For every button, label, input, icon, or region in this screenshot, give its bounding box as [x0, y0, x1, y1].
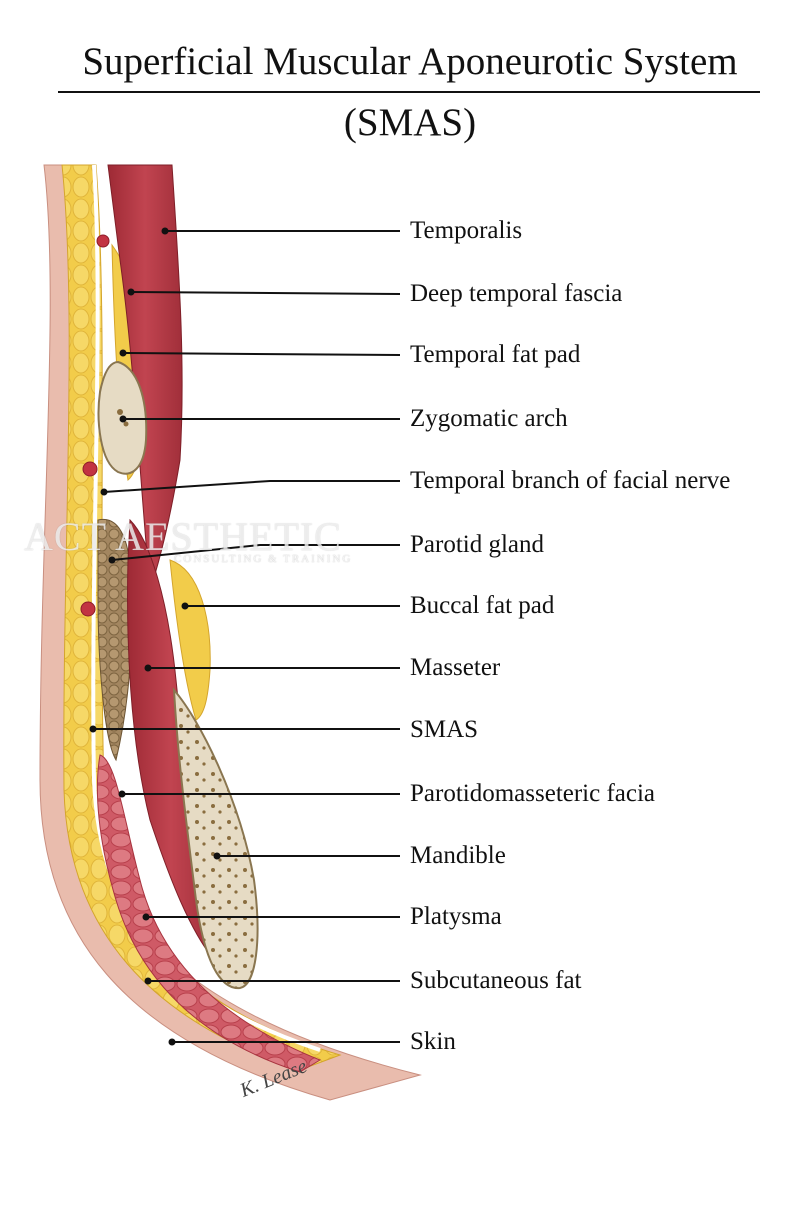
label-zygomatic-arch: Zygomatic arch — [410, 405, 568, 432]
label-temporalis: Temporalis — [410, 217, 523, 244]
label-temporal-branch-facial-nerve: Temporal branch of facial nerve — [410, 467, 731, 494]
platysma-shape — [96, 754, 322, 1073]
diagram-title: Superficial Muscular Aponeurotic System — [82, 40, 738, 83]
buccal-fat-pad-shape — [169, 559, 211, 721]
watermark-logo: ACT AESTHETIC — [24, 514, 342, 559]
title-underline — [58, 91, 760, 93]
diagram-subtitle: (SMAS) — [343, 101, 477, 144]
label-parotid-gland: Parotid gland — [410, 531, 545, 558]
leader-lines — [93, 230, 401, 1043]
label-subcutaneous-fat: Subcutaneous fat — [410, 967, 582, 994]
mandible-shape — [172, 687, 259, 990]
parotid-gland-shape — [97, 518, 133, 762]
subcutaneous-fat-layer — [61, 164, 342, 1071]
label-mandible: Mandible — [410, 842, 506, 869]
label-temporal-fat-pad: Temporal fat pad — [410, 341, 581, 368]
label-parotidomasseteric-facia: Parotidomasseteric facia — [410, 780, 656, 807]
leader-dots — [89, 227, 221, 1046]
label-smas: SMAS — [410, 716, 479, 743]
label-deep-temporal-fascia: Deep temporal fascia — [410, 280, 623, 307]
blood-vessels — [80, 234, 110, 617]
label-buccal-fat-pad: Buccal fat pad — [410, 592, 555, 619]
label-masseter: Masseter — [410, 654, 501, 681]
watermark-tagline: CONSULTING & TRAINING — [174, 553, 353, 565]
label-skin: Skin — [410, 1028, 456, 1055]
label-platysma: Platysma — [410, 903, 502, 930]
